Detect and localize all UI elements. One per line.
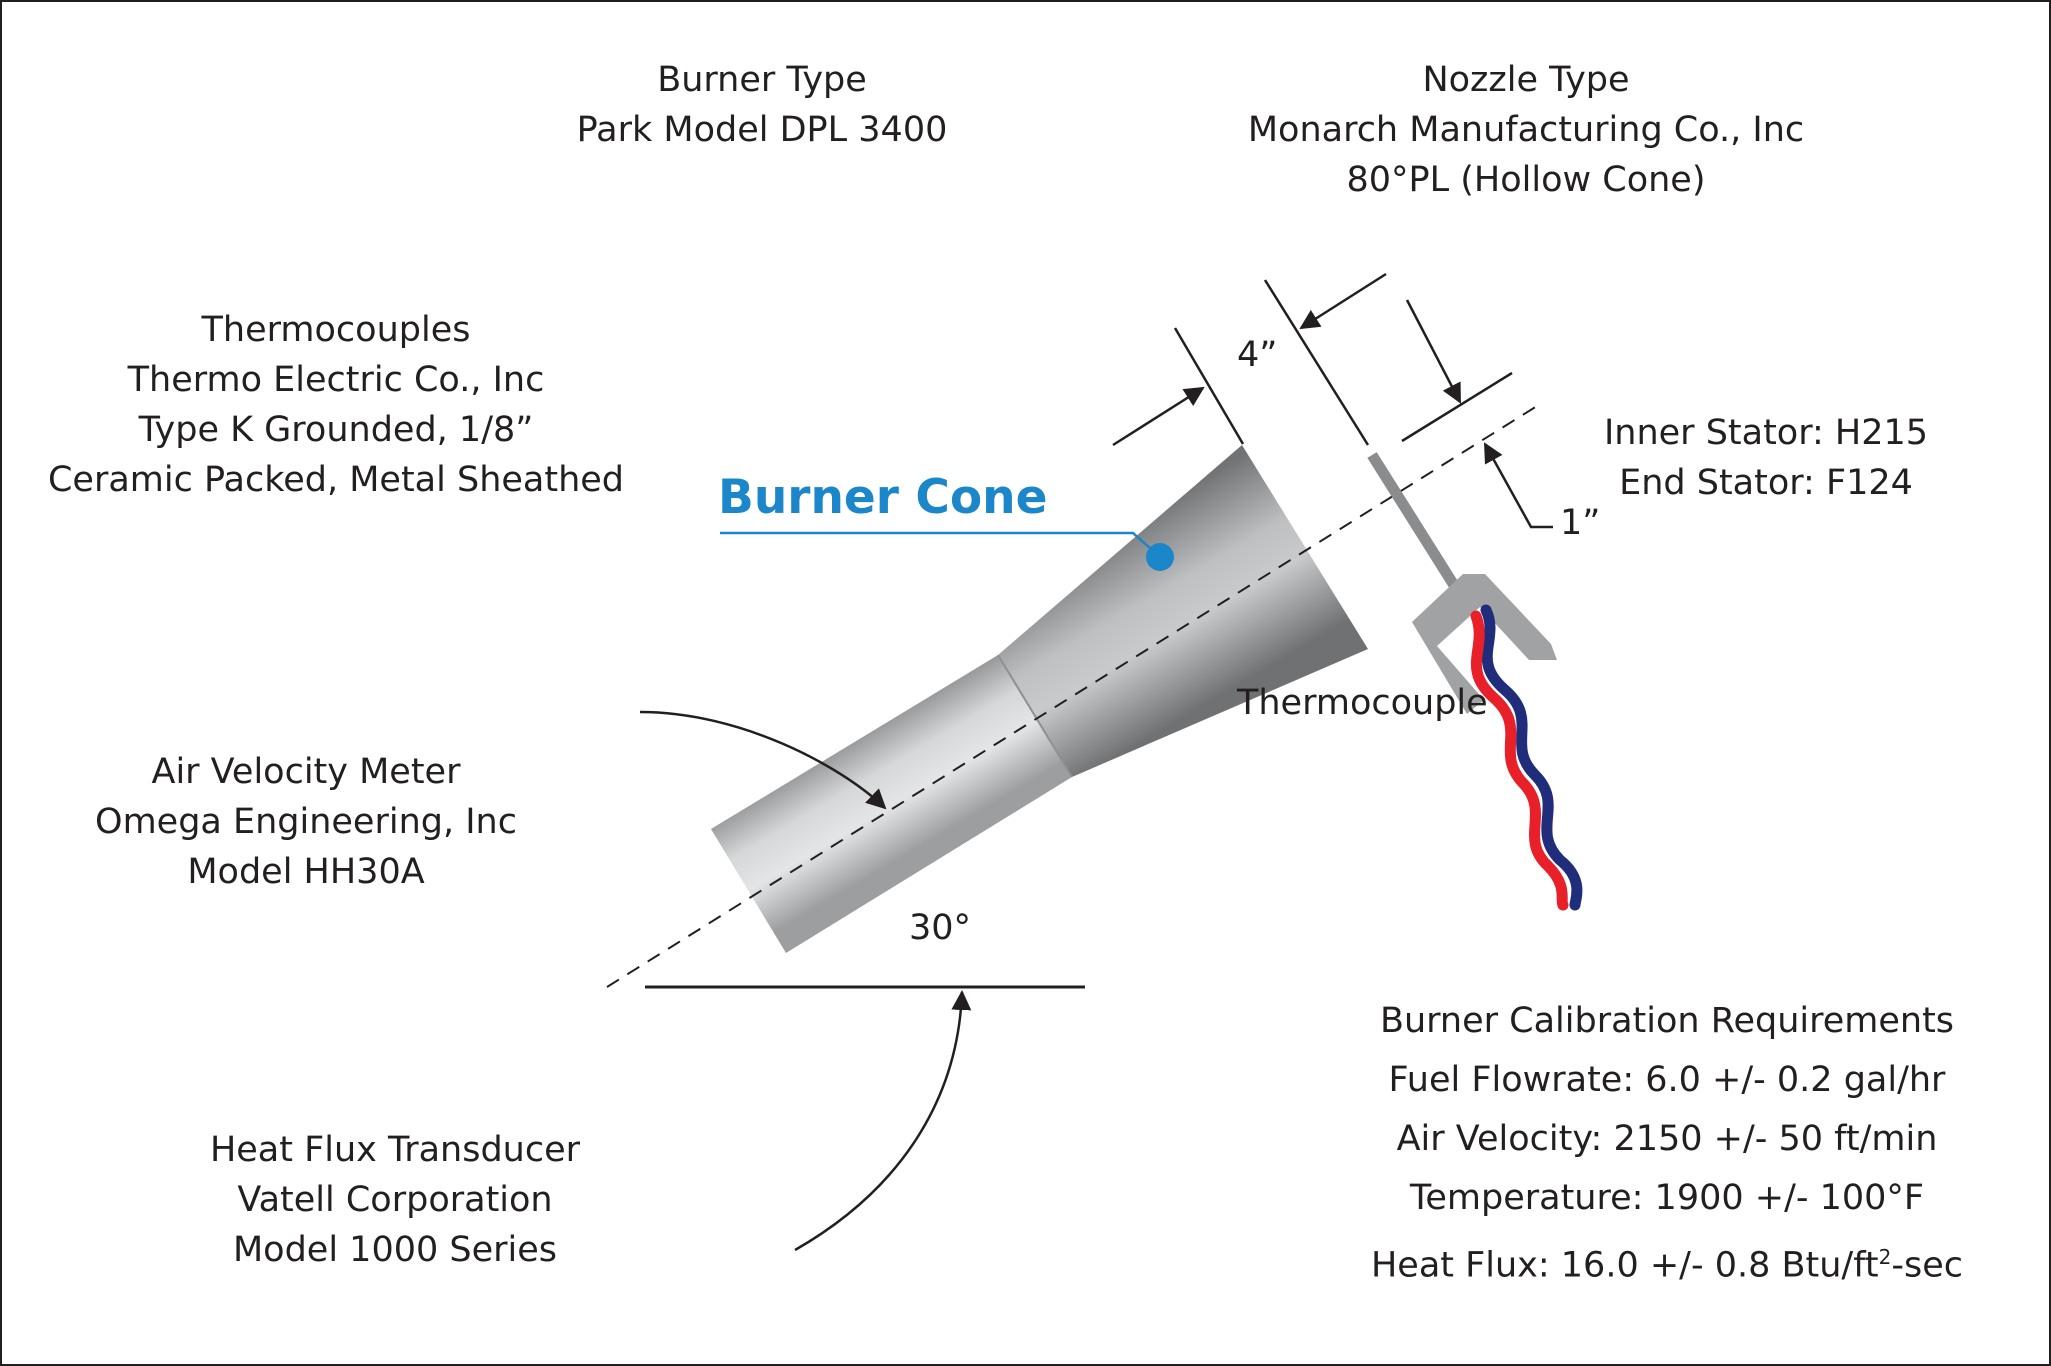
burner-cone-marker-dot xyxy=(1146,543,1174,571)
burner-tube xyxy=(711,655,1072,953)
calibration-heat-flux: Heat Flux: 16.0 +/- 0.8 Btu/ft2-sec xyxy=(1371,1228,1963,1296)
dimension-1-inch: 1” xyxy=(1560,503,1601,543)
calibration-requirements-block: Burner Calibration Requirements Fuel Flo… xyxy=(1371,992,1963,1296)
burner-type-title: Burner Type xyxy=(657,60,867,100)
burner-cone-leader xyxy=(720,531,1161,558)
calibration-heat-flux-unit: -sec xyxy=(1891,1245,1964,1286)
thermocouples-type: Type K Grounded, 1/8” xyxy=(138,410,534,450)
heat-flux-leader-arrow xyxy=(794,990,972,1252)
dimension-4-inch: 4” xyxy=(1237,335,1278,375)
centerline-dashed xyxy=(606,405,1538,988)
end-stator: End Stator: F124 xyxy=(1619,463,1913,503)
burner-type-block: Burner Type Park Model DPL 3400 xyxy=(577,55,948,155)
nozzle-type-maker: Monarch Manufacturing Co., Inc xyxy=(1247,110,1805,150)
thermocouples-block: Thermocouples Thermo Electric Co., Inc T… xyxy=(48,305,624,505)
thermocouples-build: Ceramic Packed, Metal Sheathed xyxy=(47,460,625,500)
heat-flux-transducer-model: Model 1000 Series xyxy=(232,1230,558,1270)
thermocouple-bracket xyxy=(1412,574,1557,714)
heat-flux-transducer-title: Heat Flux Transducer xyxy=(209,1130,581,1170)
calibration-air-velocity: Air Velocity: 2150 +/- 50 ft/min xyxy=(1396,1119,1938,1159)
thermocouple-label: Thermocouple xyxy=(1237,683,1488,723)
air-velocity-meter-block: Air Velocity Meter Omega Engineering, In… xyxy=(95,747,517,897)
burner-type-model: Park Model DPL 3400 xyxy=(576,110,948,150)
burner-cone-label: Burner Cone xyxy=(718,470,1048,525)
thermocouple-wire-red xyxy=(1470,610,1569,911)
dim-ref-line-1in xyxy=(1401,371,1513,443)
dim-arrow-4in-left xyxy=(1112,386,1205,447)
nozzle-type-title: Nozzle Type xyxy=(1422,60,1630,100)
nozzle-type-block: Nozzle Type Monarch Manufacturing Co., I… xyxy=(1248,55,1804,205)
heat-flux-transducer-maker: Vatell Corporation xyxy=(237,1180,553,1220)
thermocouples-maker: Thermo Electric Co., Inc xyxy=(127,360,545,400)
cone-seam xyxy=(997,654,1073,778)
extension-line-cone xyxy=(1173,327,1245,445)
inner-stator: Inner Stator: H215 xyxy=(1603,413,1929,453)
heat-flux-transducer-block: Heat Flux Transducer Vatell Corporation … xyxy=(210,1125,580,1275)
burner-cone xyxy=(998,445,1368,777)
air-velocity-meter-model: Model HH30A xyxy=(187,852,425,892)
nozzle-probe xyxy=(1367,452,1462,593)
calibration-fuel-flowrate: Fuel Flowrate: 6.0 +/- 0.2 gal/hr xyxy=(1388,1060,1946,1100)
calibration-title: Burner Calibration Requirements xyxy=(1379,1001,1955,1041)
calibration-temperature: Temperature: 1900 +/- 100°F xyxy=(1409,1178,1925,1218)
calibration-heat-flux-exponent: 2 xyxy=(1878,1245,1892,1269)
dim-arrow-1in-bottom xyxy=(1483,442,1553,529)
air-velocity-leader-arrow xyxy=(639,710,887,810)
thermocouple-wire-blue xyxy=(1480,604,1583,911)
dim-arrow-4in-right xyxy=(1299,272,1387,330)
thermocouples-title: Thermocouples xyxy=(201,310,471,350)
dim-arrow-1in-top xyxy=(1405,299,1462,404)
extension-line-nozzle xyxy=(1263,279,1370,446)
angle-30-degrees: 30° xyxy=(909,908,972,948)
calibration-heat-flux-text: Heat Flux: 16.0 +/- 0.8 Btu/ft xyxy=(1370,1245,1879,1286)
nozzle-type-spec: 80°PL (Hollow Cone) xyxy=(1346,160,1706,200)
air-velocity-meter-maker: Omega Engineering, Inc xyxy=(95,802,517,842)
air-velocity-meter-title: Air Velocity Meter xyxy=(151,752,461,792)
stators-block: Inner Stator: H215 End Stator: F124 xyxy=(1604,408,1928,508)
